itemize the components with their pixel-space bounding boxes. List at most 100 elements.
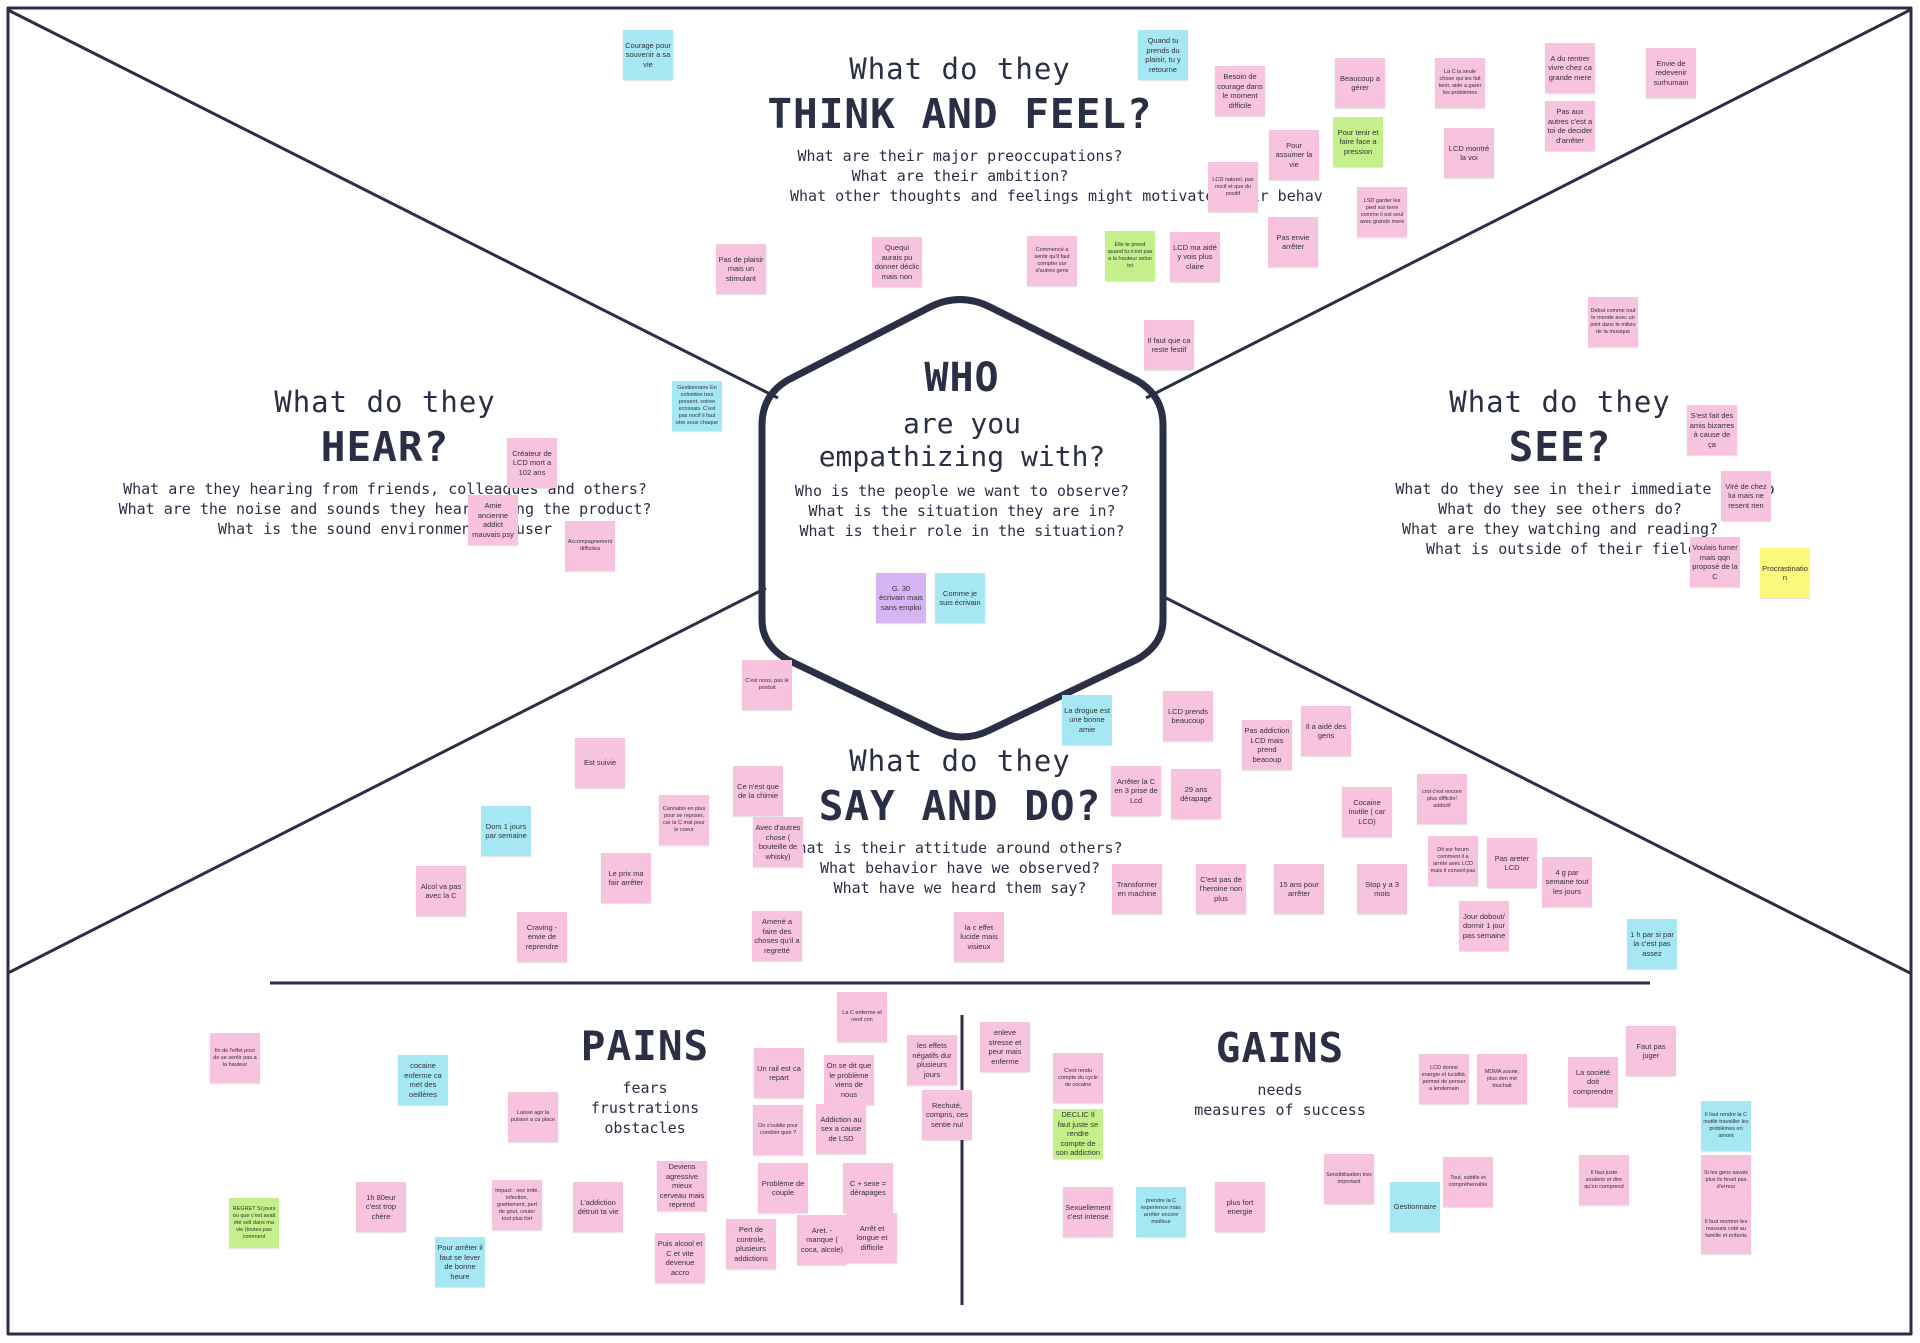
sticky-note[interactable]: Il faut que ca reste festif [1144,320,1194,370]
sticky-note[interactable]: Arrêter la C en 3 prise de Lcd [1111,766,1161,816]
sticky-note[interactable]: Besoin de courage dans le moment diffici… [1215,66,1265,116]
sticky-note[interactable]: C'est nous, pas le produit [742,660,792,710]
sticky-note[interactable]: C + sexe = dérapages [843,1163,893,1213]
sticky-note[interactable]: C'est rendu compte du cycle de cocaine [1053,1053,1103,1103]
sticky-note[interactable]: Créateur de LCD mort a 102 ans [507,438,557,488]
sticky-note[interactable]: Impact : nez irrité, infection, goetteme… [492,1180,542,1230]
sticky-note[interactable]: S'est fait des amis bizarres à cause de … [1687,405,1737,455]
sticky-note[interactable]: La drogue est une bonne amie [1062,695,1112,745]
sticky-note[interactable]: Envie de redevenir surhumain [1646,48,1696,98]
sticky-note[interactable]: 1h 80eur c'est trop chère [356,1182,406,1232]
sticky-note[interactable]: Procrastination [1760,548,1810,598]
sticky-note[interactable]: Laissé agir la pulsion a ca place [508,1092,558,1142]
sticky-note[interactable]: Amie ancienne addict mauvais psy [468,495,518,545]
sticky-note[interactable]: Pert de controle, plusieurs addictions [726,1219,776,1269]
sticky-note[interactable]: Stop y a 3 mois [1357,864,1407,914]
sticky-note[interactable]: enleve stresse et peur mais enferme [980,1022,1030,1072]
sticky-note[interactable]: Ce n'est que de la chimie [733,766,783,816]
sticky-note[interactable]: Deviens agressive mieux cerveau mais rep… [657,1161,707,1211]
sticky-note[interactable]: Accompagnement difficilea [565,521,615,571]
sticky-note[interactable]: Dors 1 jours par semaine [481,806,531,856]
sticky-note[interactable]: Alcol va pas avec la C [416,866,466,916]
sticky-note[interactable]: 1 h par si par la c'est pas assez [1627,919,1677,969]
sticky-note[interactable]: Si les gens savais plus ils ferait pas d… [1701,1155,1751,1205]
sticky-note[interactable]: plus fort energie [1215,1182,1265,1232]
sticky-note-text: 1 h par si par la c'est pas assez [1630,929,1674,958]
sticky-note[interactable]: Rechuté, compris, ces sentie nul [922,1090,972,1140]
sticky-note[interactable]: 29 ans dérapage [1171,769,1221,819]
sticky-note[interactable]: Il faut rendre la C inutile travailler l… [1701,1101,1751,1151]
sticky-note[interactable]: la c effet lucide mais visieux [954,912,1004,962]
sticky-note[interactable]: G. 30 écrivain mais sans emploi [876,573,926,623]
sticky-note[interactable]: LSD garder les pied sur terre comme il e… [1357,187,1407,237]
sticky-note[interactable]: Il a aidé des gens [1301,706,1351,756]
sticky-note[interactable]: Sensibilisation tres important [1324,1154,1374,1204]
sticky-note[interactable]: Sexuellement c'est intense [1063,1187,1113,1237]
sticky-note[interactable]: cocaine enferme ca met des oeillères [398,1055,448,1105]
sticky-note[interactable]: REGRET Si jours ou que c'est avait été s… [229,1198,279,1248]
sticky-note[interactable]: Le prix ma fair arrêter [601,853,651,903]
center-line-2: empathizing with? [818,440,1106,473]
sticky-note[interactable]: Comme je suis écrivain [935,573,985,623]
sticky-note[interactable]: Problème de couple [758,1163,808,1213]
sticky-note[interactable]: Aret. - manque ( coca, alcole) [797,1215,847,1265]
sticky-note[interactable]: A du rentrer vivre chez ca grande mere [1545,43,1595,93]
sticky-note[interactable]: La C la seule chose qui les fait tenir, … [1435,58,1485,108]
sticky-note[interactable]: On s'oublie pour combler quoi ? [753,1105,803,1155]
sticky-note[interactable]: Voulais fumer mais qqn proposé de la C [1690,537,1740,587]
sticky-note[interactable]: LCD donne energie et lucidité, permet de… [1419,1054,1469,1104]
sticky-note[interactable]: 15 ans pour arrêter [1274,864,1324,914]
sticky-note[interactable]: Pour tenir et faire face a pression [1333,117,1383,167]
sticky-note[interactable]: Gestionnaire En colombie tres present, s… [672,381,722,431]
sticky-note[interactable]: Pour assumer la vie [1269,130,1319,180]
sticky-note[interactable]: Pas envie arrêter [1268,217,1318,267]
sticky-note[interactable]: Pour arrêter il faut se lever de bonne h… [435,1237,485,1287]
sticky-note[interactable]: Cannabis en plus pour se reposer, car la… [659,795,709,845]
sticky-note[interactable]: L'addiction détruit ta vie [573,1182,623,1232]
sticky-note[interactable]: Il faut montrer les mauvais coté au fami… [1701,1204,1751,1254]
sticky-note[interactable]: Transformer en machine [1112,864,1162,914]
sticky-note[interactable]: Pas aux autres c'est a toi de decider d'… [1545,101,1595,151]
sticky-note[interactable]: Faut pas juger [1626,1026,1676,1076]
sticky-note[interactable]: La société doit comprendre [1568,1057,1618,1107]
sticky-note[interactable]: C'est pas de l'heroine non plus [1196,864,1246,914]
sticky-note[interactable]: Un rail est ca repart [754,1048,804,1098]
sticky-note[interactable]: prendre la C experience mais arrêter enc… [1136,1187,1186,1237]
sticky-note[interactable]: Il faut juste soutenir et dire qu'on com… [1579,1155,1629,1205]
sticky-note[interactable]: Quand tu prends du plaisir, tu y retourn… [1138,30,1188,80]
sticky-note[interactable]: Craving - envie de reprendre [517,912,567,962]
sticky-note[interactable]: LCD montré la voi [1444,128,1494,178]
sticky-note[interactable]: Arrêt et longue et difficile [847,1213,897,1263]
sticky-note[interactable]: Addiction au sex a cause de LSD [816,1104,866,1154]
sticky-note[interactable]: Viré de chez lui mais ne resent rien [1721,471,1771,521]
sticky-note[interactable]: Commencé a sentir qu'il faut compter sur… [1027,236,1077,286]
sticky-note[interactable]: Pas de plaisir mais un stimulant [716,244,766,294]
sticky-note[interactable]: LCD prends beaucoup [1163,691,1213,741]
sticky-note[interactable]: Pas areter LCD [1487,838,1537,888]
sticky-note[interactable]: Dit sur forum comment il a arrêté avec L… [1428,836,1478,886]
sticky-note[interactable]: Courage pour souvenir a sa vie [623,30,673,80]
sticky-note[interactable]: On se dit que le problème viens de nous [824,1055,874,1105]
sticky-note[interactable]: les effets négatifs dur plusieurs jours [907,1035,957,1085]
sticky-note[interactable]: Cocaine inutile ( car LCD) [1342,787,1392,837]
sticky-note[interactable]: Est suivie [575,738,625,788]
sticky-note[interactable]: Tout, subtile et compréhensible [1443,1157,1493,1207]
sticky-note[interactable]: DECLIC Il faut juste se rendre compte de… [1053,1109,1103,1159]
sticky-note[interactable]: croi c'est encore plus difficile! addict… [1417,774,1467,824]
sticky-note[interactable]: Pas addiction LCD mais prend beacoup [1242,720,1292,770]
sticky-note[interactable]: Gestionnaire [1390,1182,1440,1232]
sticky-note[interactable]: MDMA sourie, plus den mé touchait [1477,1054,1527,1104]
sticky-note[interactable]: Jour dobout/ dormir 1 jour pas semaine [1459,901,1509,951]
sticky-note[interactable]: Quequi aurais pu donner déclic mais non [872,237,922,287]
sticky-note[interactable]: Amené a faire des choses qu'il a regrett… [752,911,802,961]
sticky-note[interactable]: 4 g par semaine tout les jours [1542,857,1592,907]
sticky-note[interactable]: fin de l'effet pour de se sentir pas a l… [210,1033,260,1083]
sticky-note[interactable]: Beaucoup a gérer [1335,58,1385,108]
sticky-note[interactable]: La C enferme et rend con [837,992,887,1042]
sticky-note[interactable]: Debut comme tout le monde avec un joint … [1588,297,1638,347]
sticky-note[interactable]: Avec d'autres chose ( bouteille de whisk… [753,817,803,867]
sticky-note[interactable]: LCD ma aidé y vois plus claire [1170,232,1220,282]
sticky-note[interactable]: LCD naturel, pas nocif et que du positif [1208,162,1258,212]
sticky-note[interactable]: Elle te prend quand tu n'est pas a la ha… [1105,231,1155,281]
sticky-note[interactable]: Puis alcool et C et vite devenue accro [655,1233,705,1283]
